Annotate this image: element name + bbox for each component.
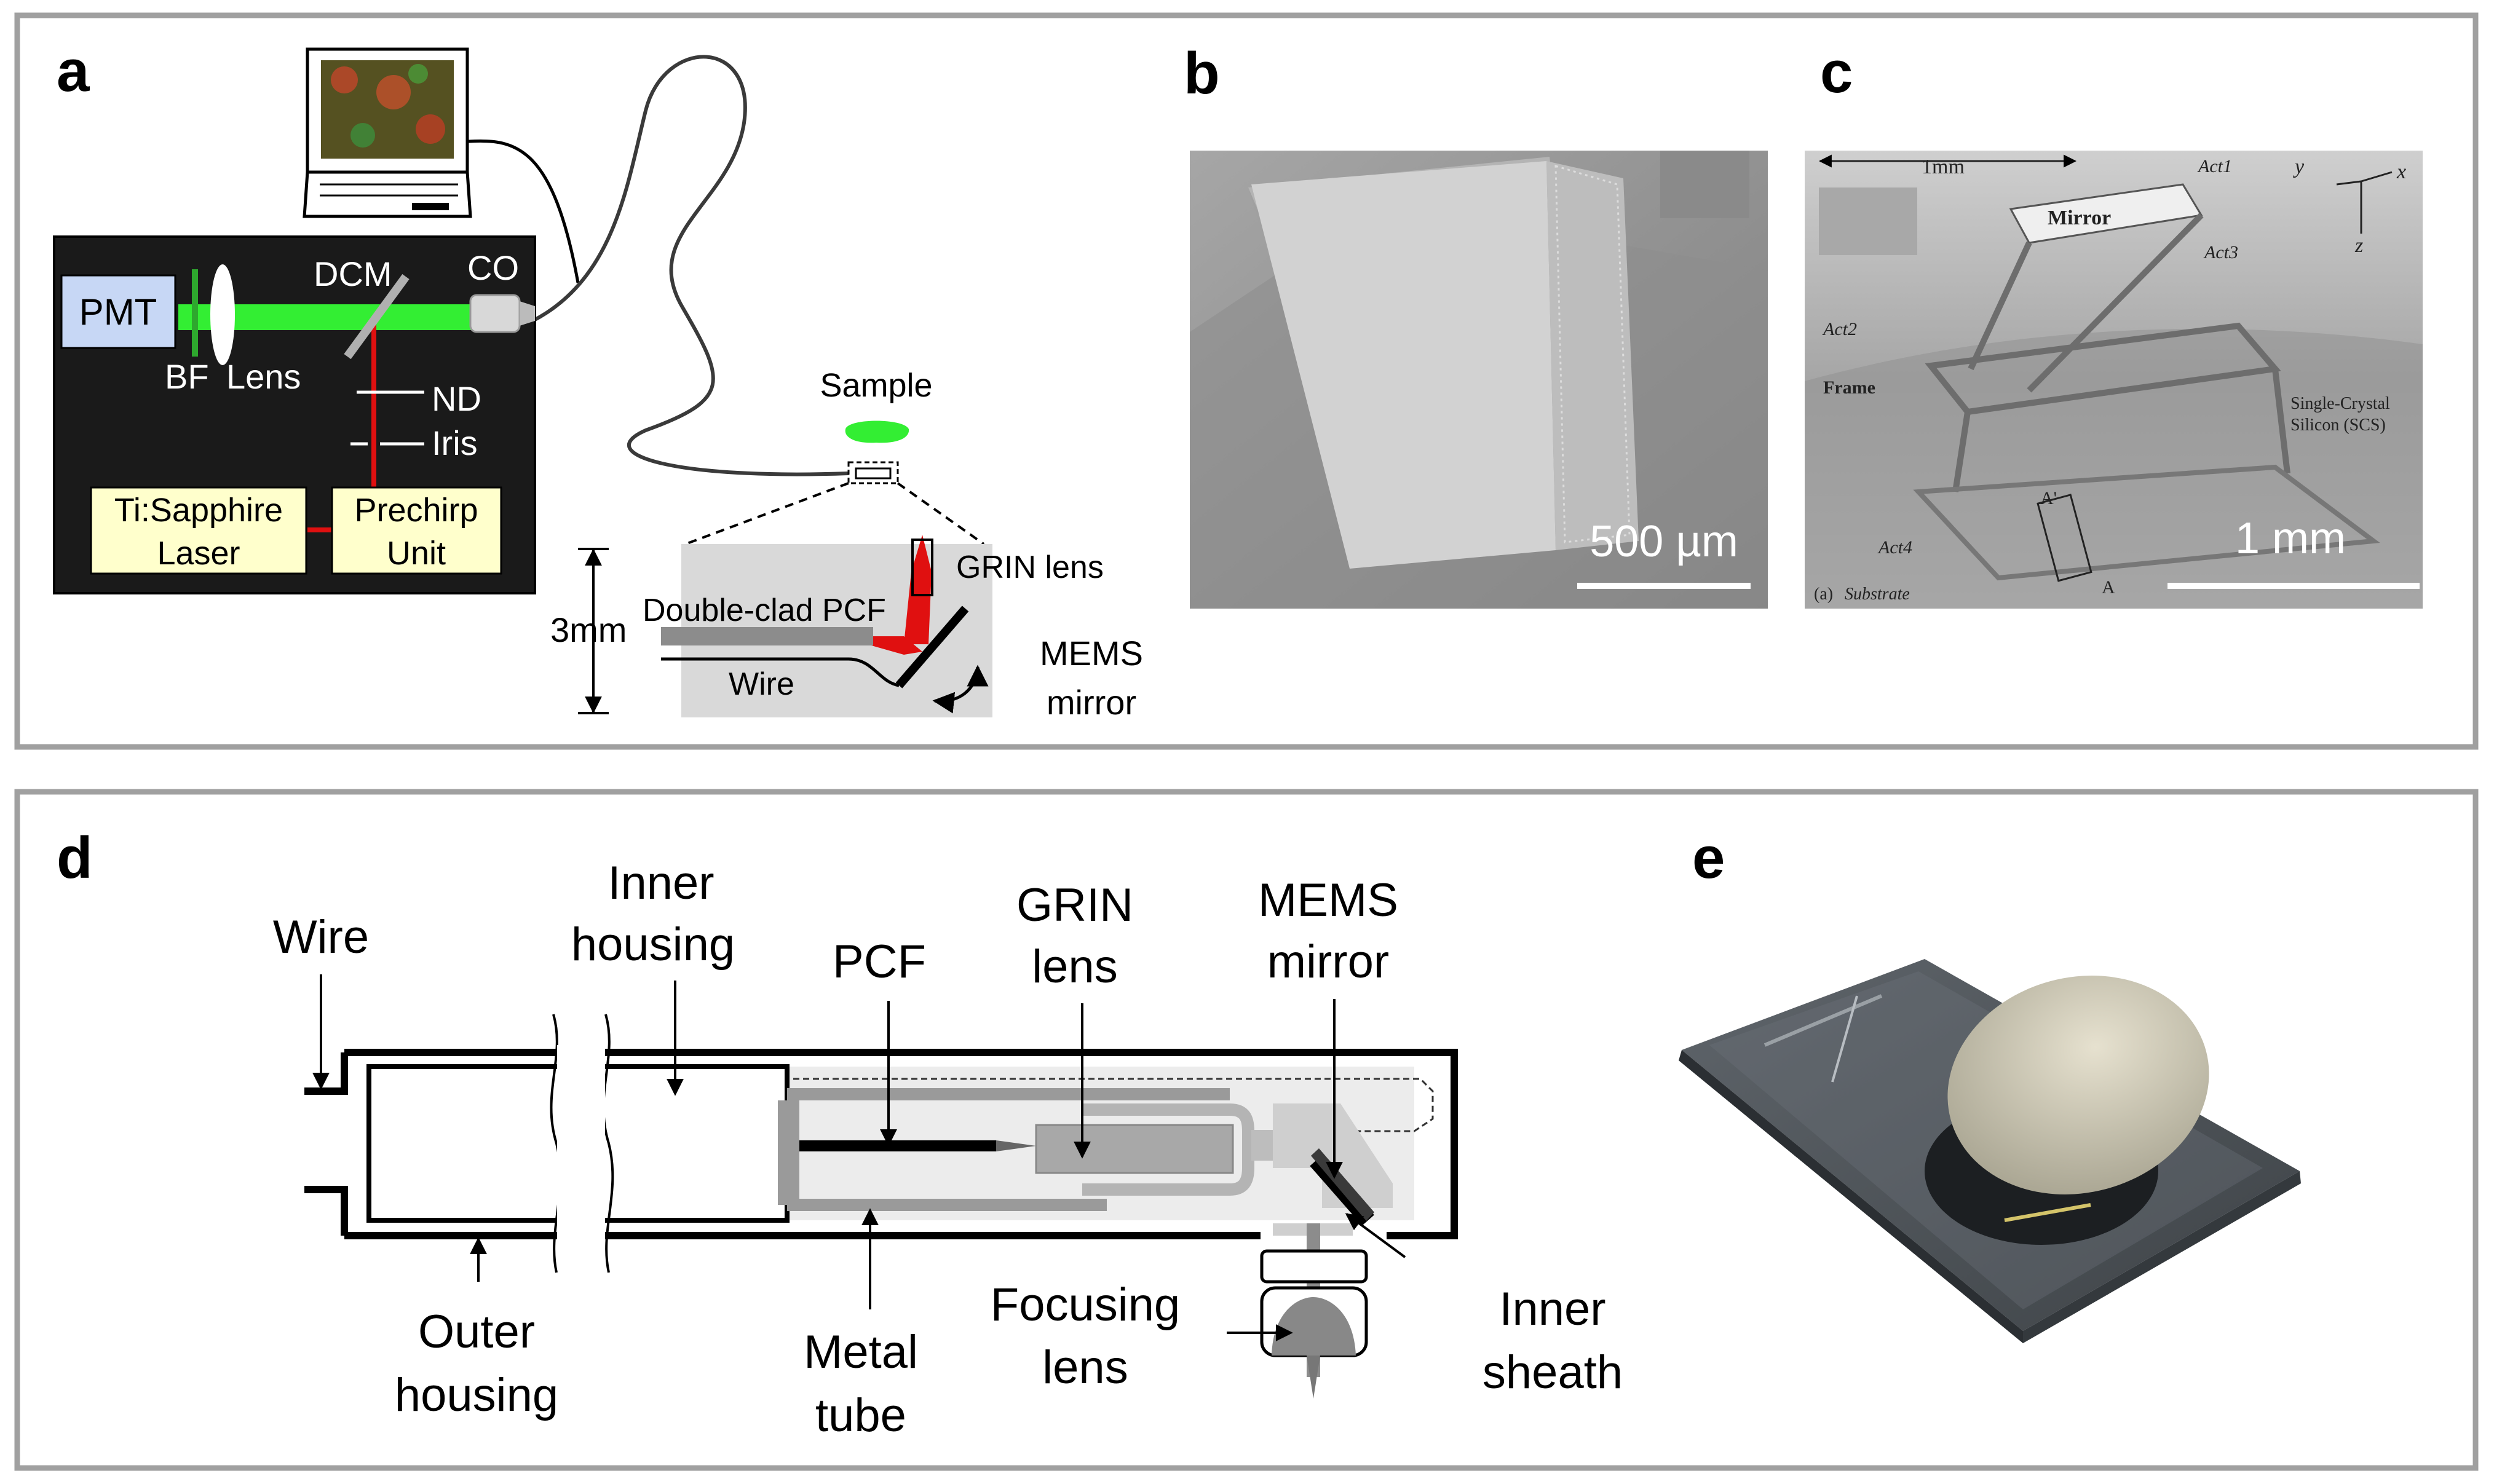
d-label-inner-line2: housing xyxy=(571,918,735,971)
c-label-substrate: Substrate xyxy=(1845,585,1910,604)
red-beam-turn xyxy=(867,636,922,655)
prechirp-box xyxy=(331,486,502,575)
c-label-a: A xyxy=(2102,577,2115,598)
bf-filter xyxy=(192,269,198,357)
c-label-act4: Act4 xyxy=(1877,537,1912,558)
collimator-tip xyxy=(520,301,535,326)
pcf-fiber xyxy=(661,627,873,645)
d-label-grin-line1: GRIN xyxy=(1016,879,1133,931)
scalebar-label-c: 1 mm xyxy=(2235,514,2346,563)
optical-fiber xyxy=(534,55,849,476)
pcf-label: Double-clad PCF xyxy=(643,593,886,628)
c-axis-y: y xyxy=(2293,156,2305,178)
collimator-body xyxy=(469,294,521,333)
lens-icon xyxy=(210,264,235,365)
c-label-act2: Act2 xyxy=(1822,319,1857,339)
c-axis-x: x xyxy=(2396,160,2406,183)
mems-label-line2: mirror xyxy=(1047,683,1136,722)
grin-lens-box xyxy=(911,539,933,596)
lens-label: Lens xyxy=(226,357,301,396)
c-label-mirror: Mirror xyxy=(2048,207,2111,229)
d-label-focusing-line1: Focusing xyxy=(991,1279,1180,1331)
wire-line xyxy=(661,657,900,687)
probe-tip-inner xyxy=(855,467,892,480)
red-beam-horizontal xyxy=(307,527,332,532)
d-label-sheath-line1: Inner xyxy=(1499,1283,1605,1335)
probe-cross-section xyxy=(304,1014,1458,1399)
c-label-frame: Frame xyxy=(1823,377,1875,398)
c-label-fig-a: (a) xyxy=(1814,585,1833,604)
c-top-scale: 1mm xyxy=(1922,156,1965,178)
d-label-pcf: PCF xyxy=(833,936,926,988)
d-label-metal-line1: Metal xyxy=(804,1326,918,1378)
co-label: CO xyxy=(467,248,519,287)
wire-label: Wire xyxy=(729,666,794,702)
mems-label-line1: MEMS xyxy=(1040,634,1143,673)
sample-blob xyxy=(845,420,909,443)
probe-tip-box xyxy=(847,461,899,484)
panel-label-c: c xyxy=(1820,39,1853,105)
d-label-focusing-line2: lens xyxy=(1042,1341,1128,1394)
bf-label: BF xyxy=(165,357,209,396)
laser-box xyxy=(90,486,307,575)
prechirp-label-line1: Prechirp xyxy=(354,492,478,529)
d-label-mems-line2: mirror xyxy=(1267,936,1389,988)
d-label-inner-line1: Inner xyxy=(608,857,714,909)
d-label-grin-line2: lens xyxy=(1032,941,1117,993)
dcm-label: DCM xyxy=(314,255,392,293)
c-axis-z: z xyxy=(2354,234,2363,257)
mems-device-photo xyxy=(1679,959,2301,1343)
d-label-wire: Wire xyxy=(273,911,369,963)
signal-cable xyxy=(468,139,580,283)
c-label-scs-line2: Silicon (SCS) xyxy=(2290,416,2386,435)
scalebar-b xyxy=(1577,583,1751,589)
pmt-label: PMT xyxy=(79,291,157,333)
panel-label-a: a xyxy=(57,38,90,104)
sem-image-c xyxy=(1805,151,2423,609)
laptop-icon xyxy=(303,47,472,218)
laser-label-line1: Ti:Sapphire xyxy=(114,492,283,529)
zoom-line-right xyxy=(897,482,985,545)
panel-label-b: b xyxy=(1184,41,1220,106)
d-label-outer-line2: housing xyxy=(395,1369,558,1421)
d-label-outer-line1: Outer xyxy=(418,1306,535,1358)
sample-label: Sample xyxy=(820,367,932,404)
grin-label: GRIN lens xyxy=(956,550,1104,585)
scalebar-c xyxy=(2167,583,2420,589)
c-label-scs-line1: Single-Crystal xyxy=(2290,394,2390,413)
d-label-metal-line2: tube xyxy=(815,1389,906,1442)
panel-label-d: d xyxy=(57,825,93,891)
c-label-act1: Act1 xyxy=(2197,156,2232,176)
rotation-arrow xyxy=(932,665,989,714)
sem-image-b xyxy=(1190,151,1768,609)
red-beam-vertical xyxy=(371,318,376,555)
prechirp-label-line2: Unit xyxy=(387,535,446,572)
nd-label: ND xyxy=(432,379,481,418)
c-label-act3: Act3 xyxy=(2203,242,2238,262)
red-focus-beam xyxy=(904,535,932,644)
scalebar-label-b: 500 µm xyxy=(1589,517,1738,566)
d-label-sheath-line2: sheath xyxy=(1483,1346,1623,1399)
d-label-mems-line1: MEMS xyxy=(1258,874,1398,926)
laser-label-line2: Laser xyxy=(157,535,240,572)
c-label-a-prime: A' xyxy=(2040,488,2057,508)
dichroic-mirror xyxy=(344,274,410,360)
iris-label: Iris xyxy=(432,424,478,462)
panel-label-e: e xyxy=(1692,825,1725,891)
dimension-label: 3mm xyxy=(550,610,627,649)
mems-mirror-zoom xyxy=(895,606,969,689)
d-arrow-sheath xyxy=(1345,1213,1406,1258)
pmt-box xyxy=(60,274,176,349)
